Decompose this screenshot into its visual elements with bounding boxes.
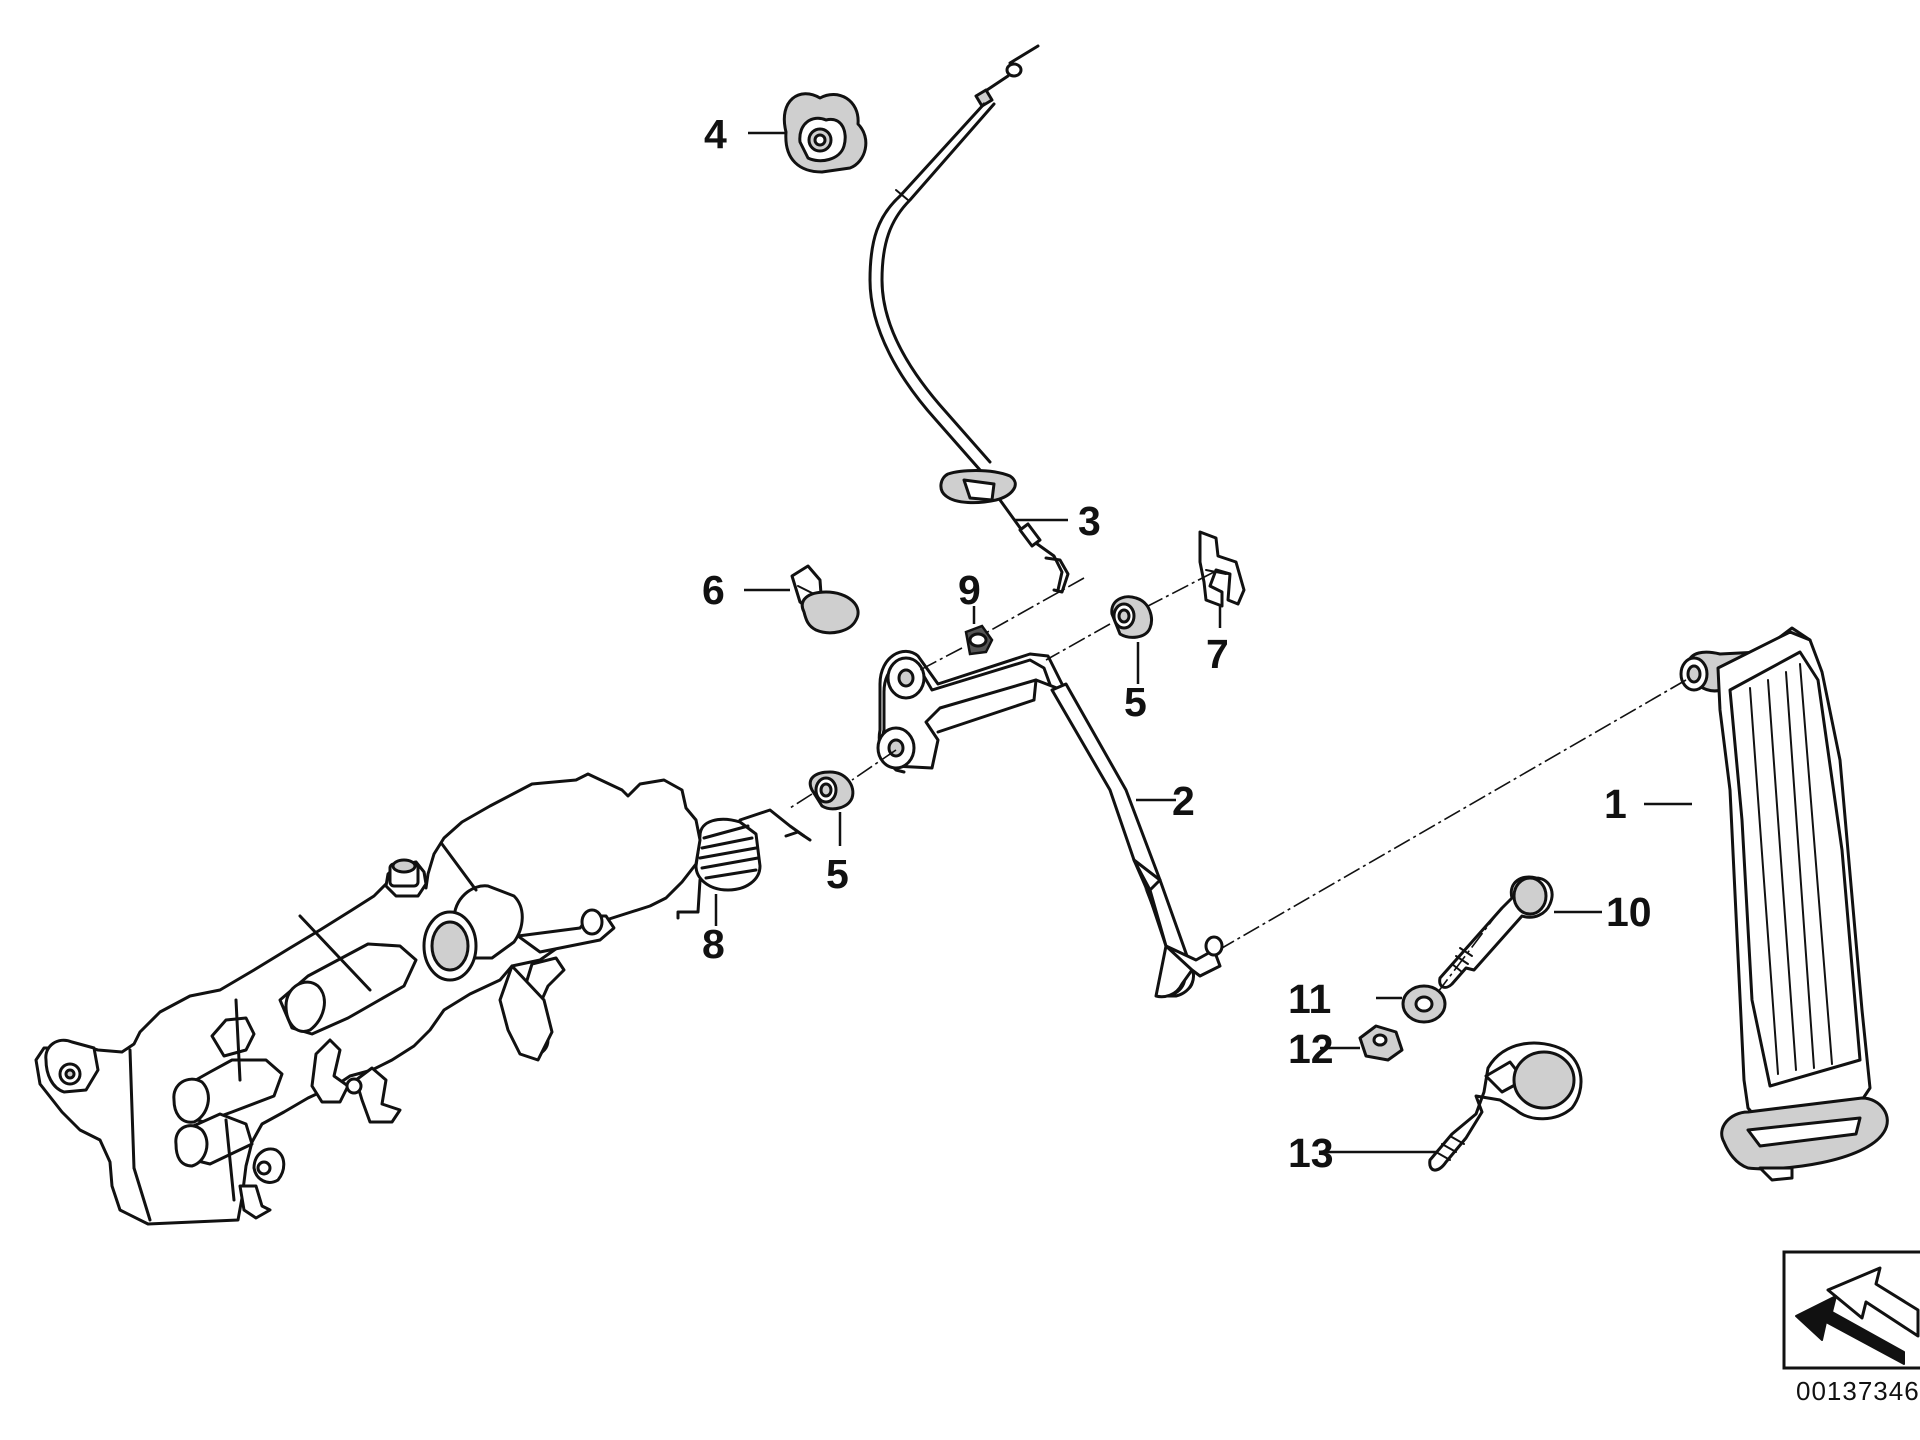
part-2-pedal-arm — [876, 649, 1224, 999]
pedal-bracket-assembly — [34, 772, 702, 1226]
callout-12: 12 — [1288, 1026, 1334, 1072]
part-11-washer — [1376, 984, 1447, 1024]
document-number: 00137346 — [1796, 1376, 1920, 1406]
callout-11: 11 — [1288, 976, 1331, 1022]
part-6-push-pin — [744, 564, 860, 635]
callout-5-lower: 5 — [826, 851, 849, 897]
callout-4: 4 — [704, 111, 727, 157]
part-12-nut — [1320, 1024, 1404, 1062]
callout-labels: 1 2 3 4 5 5 6 7 8 9 10 11 12 13 — [702, 111, 1652, 1176]
part-13-stop-bolt — [1324, 1041, 1583, 1172]
callout-10: 10 — [1606, 889, 1652, 935]
part-10-bolt — [1438, 875, 1602, 989]
part-9-bushing — [964, 606, 994, 656]
part-1-pedal-pad — [1644, 626, 1889, 1182]
assembly-axis-lines — [789, 571, 1687, 993]
callout-6: 6 — [702, 567, 725, 613]
callout-8: 8 — [702, 921, 725, 967]
callout-7: 7 — [1206, 631, 1229, 677]
orientation-arrow-icon — [1782, 1250, 1920, 1370]
part-3-accelerator-cable — [868, 44, 1070, 594]
part-5-lower-bushing — [808, 770, 855, 846]
callout-1: 1 — [1604, 781, 1627, 827]
part-7-retaining-clip — [1198, 530, 1246, 628]
callout-5-upper: 5 — [1124, 679, 1147, 725]
callout-13: 13 — [1288, 1130, 1334, 1176]
callout-2: 2 — [1172, 778, 1195, 824]
callout-3: 3 — [1078, 498, 1101, 544]
part-4-cable-clip — [748, 92, 868, 174]
callout-9: 9 — [958, 567, 981, 613]
part-5-upper-bushing — [1110, 595, 1153, 684]
part-8-return-spring — [676, 808, 812, 926]
